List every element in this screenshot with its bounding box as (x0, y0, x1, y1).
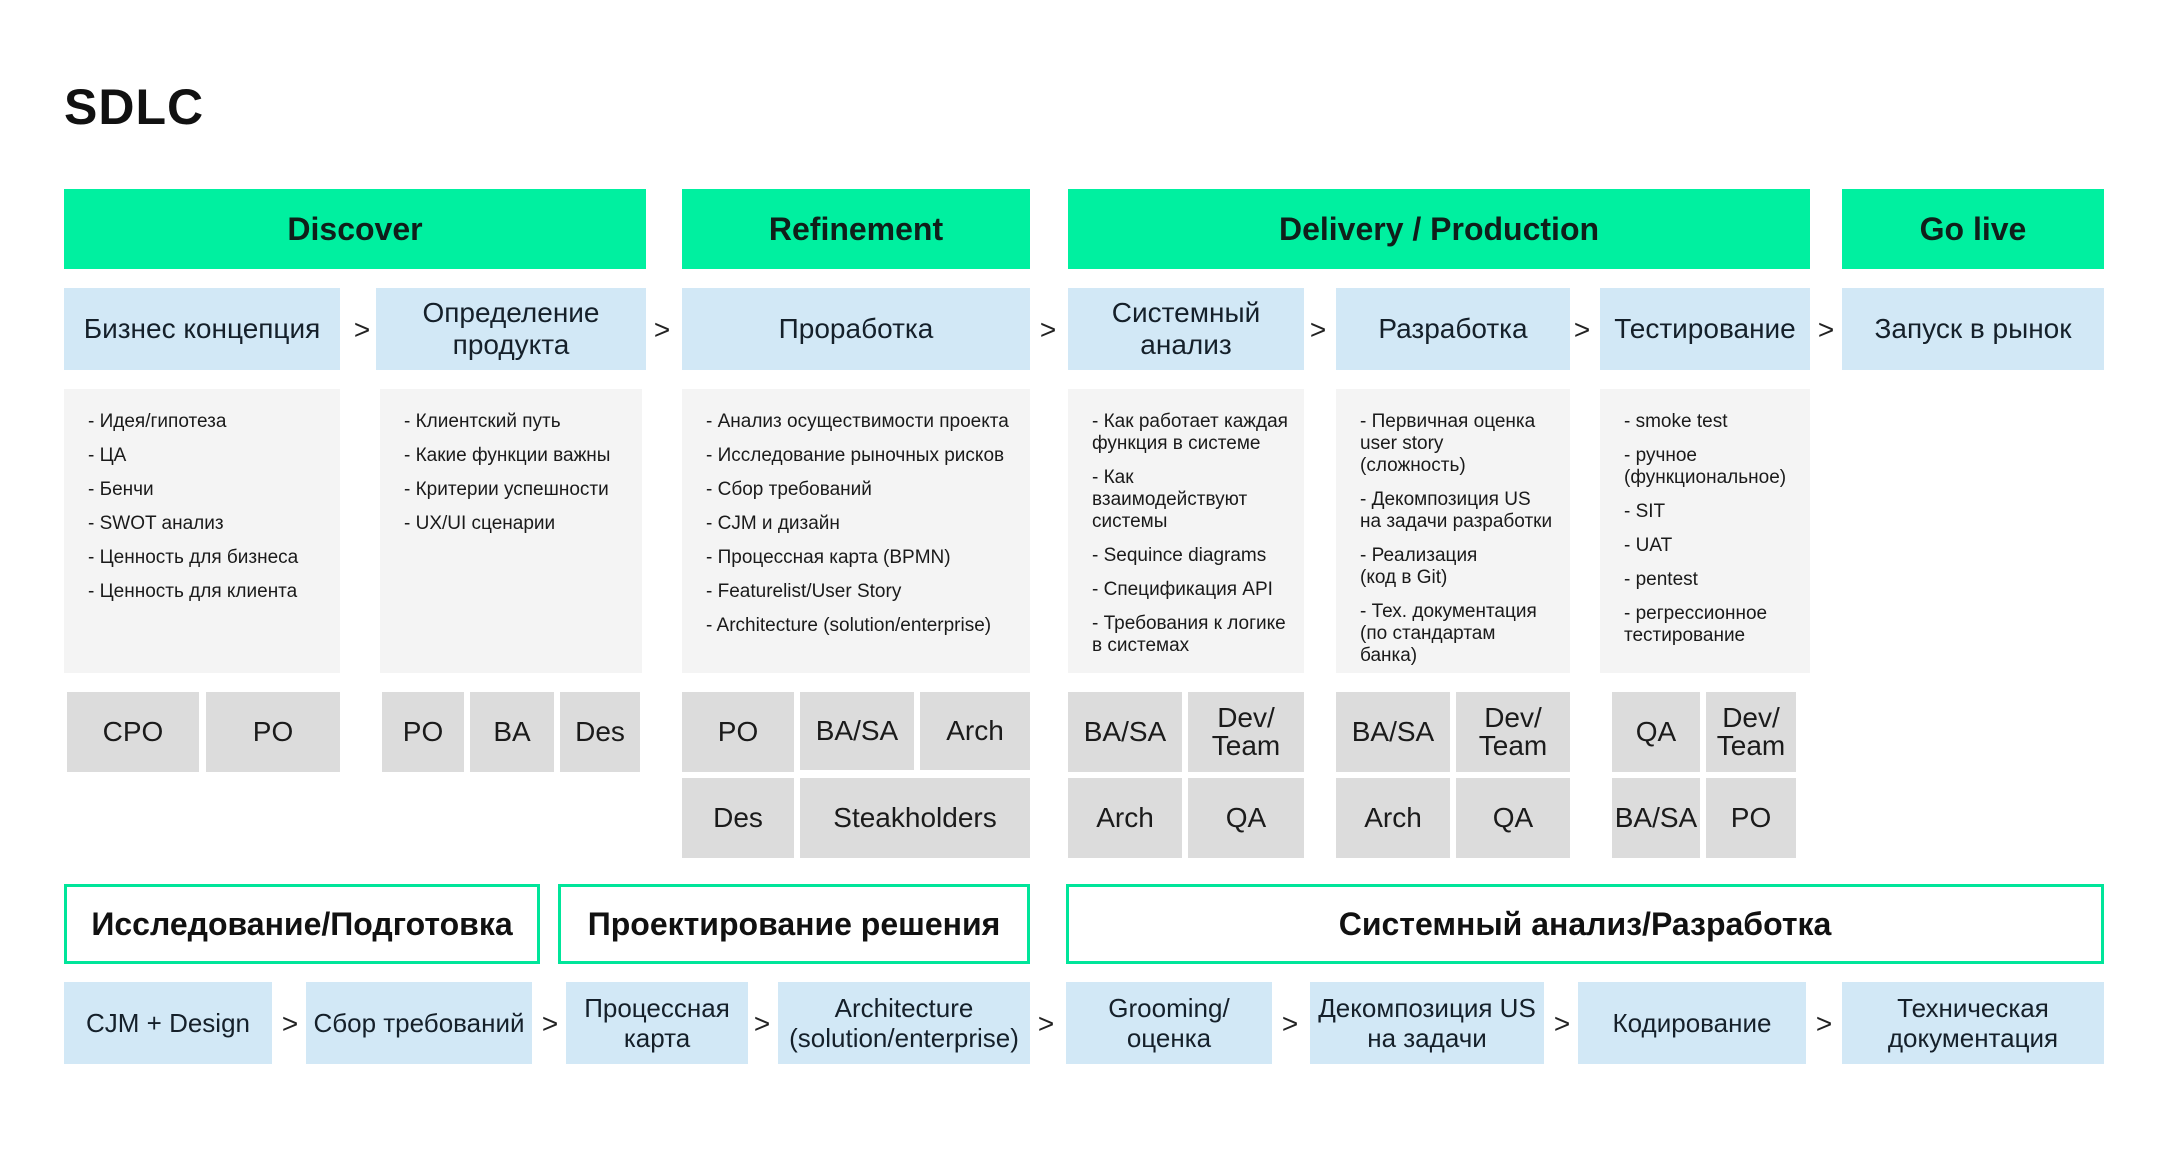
stage-business-concept: Бизнес концепция (64, 288, 340, 370)
activity-item: - UAT (1624, 535, 1673, 556)
step-grooming: Grooming/ оценка (1066, 982, 1272, 1064)
role-tile: Arch (1068, 778, 1182, 858)
role-tile: Arch (1336, 778, 1450, 858)
role-tile: PO (1706, 778, 1796, 858)
role-tile: BA/SA (800, 692, 914, 770)
role-tile: QA (1612, 692, 1700, 772)
role-tile: Steakholders (800, 778, 1030, 858)
activities-development: - Первичная оценка user story (сложность… (1336, 389, 1570, 673)
activity-item: - Какие функции важны (404, 445, 611, 466)
activity-item: - регрессионное тестирование (1624, 603, 1768, 646)
activity-item: - Требования к логике в системах (1092, 613, 1286, 656)
page-title: SDLC (64, 79, 205, 135)
arrow-right: > (541, 1008, 559, 1039)
activity-item: - pentest (1624, 569, 1698, 590)
phase-delivery-production: Delivery / Production (1068, 189, 1810, 269)
activity-item: - Декомпозиция US на задачи разработки (1360, 489, 1553, 532)
role-tile: BA (470, 692, 554, 772)
activity-item: - Анализ осуществимости проекта (706, 411, 1009, 432)
arrow-right: > (753, 1008, 771, 1039)
activity-item: - Sequince diagrams (1092, 545, 1267, 566)
arrow-right: > (1817, 314, 1835, 345)
role-tile: Arch (920, 692, 1030, 770)
role-tile: PO (206, 692, 340, 772)
role-tile: Dev/ Team (1706, 692, 1796, 772)
activity-item: - Как взаимодействуют системы (1092, 467, 1248, 532)
activity-item: - Тех. документация (по стандартам банка… (1360, 601, 1537, 666)
stage-testing: Тестирование (1600, 288, 1810, 370)
activity-item: - ЦА (88, 445, 127, 466)
arrow-right: > (1309, 314, 1327, 345)
group-system-analysis-development: Системный анализ/Разработка (1066, 884, 2104, 964)
stage-system-analysis: Системный анализ (1068, 288, 1304, 370)
step-coding: Кодирование (1578, 982, 1806, 1064)
activity-item: - CJM и дизайн (706, 513, 840, 534)
role-tile: PO (382, 692, 464, 772)
role-tile: QA (1188, 778, 1304, 858)
activity-item: - Сбор требований (706, 479, 872, 500)
activity-item: - Первичная оценка user story (сложность… (1360, 411, 1536, 476)
activity-item: - Клиентский путь (404, 411, 561, 432)
role-tile: BA/SA (1612, 778, 1700, 858)
activities-product-definition: - Клиентский путь - Какие функции важны … (380, 389, 642, 673)
activity-item: - Спецификация API (1092, 579, 1273, 600)
step-cjm-design: CJM + Design (64, 982, 272, 1064)
activity-item: - Исследование рыночных рисков (706, 445, 1005, 466)
activity-item: - Бенчи (88, 479, 154, 500)
stage-refinement: Проработка (682, 288, 1030, 370)
activity-item: - Критерии успешности (404, 479, 609, 500)
role-tile: PO (682, 692, 794, 772)
activity-item: - SIT (1624, 501, 1666, 522)
phase-discover: Discover (64, 189, 646, 269)
arrow-right: > (653, 314, 671, 345)
activities-business-concept: - Идея/гипотеза - ЦА - Бенчи - SWOT анал… (64, 389, 340, 673)
arrow-right: > (1039, 314, 1057, 345)
role-tile: Dev/ Team (1456, 692, 1570, 772)
role-tile: Des (560, 692, 640, 772)
role-tile: Dev/ Team (1188, 692, 1304, 772)
group-research-preparation: Исследование/Подготовка (64, 884, 540, 964)
group-solution-design: Проектирование решения (558, 884, 1030, 964)
arrow-right: > (353, 314, 371, 345)
role-tile: BA/SA (1336, 692, 1450, 772)
phase-go-live: Go live (1842, 189, 2104, 269)
activity-item: - Ценность для бизнеса (88, 547, 299, 568)
activity-item: - Идея/гипотеза (88, 411, 227, 432)
arrow-right: > (1281, 1008, 1299, 1039)
activity-item: - Процессная карта (BPMN) (706, 547, 951, 568)
step-process-map: Процессная карта (566, 982, 748, 1064)
activities-testing: - smoke test - ручное (функциональное) -… (1600, 389, 1810, 673)
arrow-right: > (1573, 314, 1591, 345)
activity-item: - Реализация (код в Git) (1360, 545, 1478, 588)
arrow-right: > (1815, 1008, 1833, 1039)
activity-item: - Featurelist/User Story (706, 581, 902, 602)
arrow-right: > (1553, 1008, 1571, 1039)
stage-development: Разработка (1336, 288, 1570, 370)
arrow-right: > (1037, 1008, 1055, 1039)
activities-system-analysis: - Как работает каждая функция в системе … (1068, 389, 1304, 673)
step-us-decomposition: Декомпозиция US на задачи (1310, 982, 1544, 1064)
phase-refinement: Refinement (682, 189, 1030, 269)
activity-item: - SWOT анализ (88, 513, 224, 534)
activity-item: - Ценность для клиента (88, 581, 298, 602)
arrow-right: > (281, 1008, 299, 1039)
step-requirements: Сбор требований (306, 982, 532, 1064)
step-technical-docs: Техническая документация (1842, 982, 2104, 1064)
activity-item: - UX/UI сценарии (404, 513, 556, 534)
activity-item: - Architecture (solution/enterprise) (706, 615, 992, 636)
stage-product-definition: Определение продукта (376, 288, 646, 370)
step-architecture: Architecture (solution/enterprise) (778, 982, 1030, 1064)
activity-item: - Как работает каждая функция в системе (1092, 411, 1288, 454)
role-tile: CPO (67, 692, 199, 772)
stage-market-launch: Запуск в рынок (1842, 288, 2104, 370)
role-tile: Des (682, 778, 794, 858)
role-tile: BA/SA (1068, 692, 1182, 772)
activities-refinement: - Анализ осуществимости проекта - Исслед… (682, 389, 1030, 673)
activity-item: - ручное (функциональное) (1624, 445, 1787, 488)
activity-item: - smoke test (1624, 411, 1728, 432)
role-tile: QA (1456, 778, 1570, 858)
